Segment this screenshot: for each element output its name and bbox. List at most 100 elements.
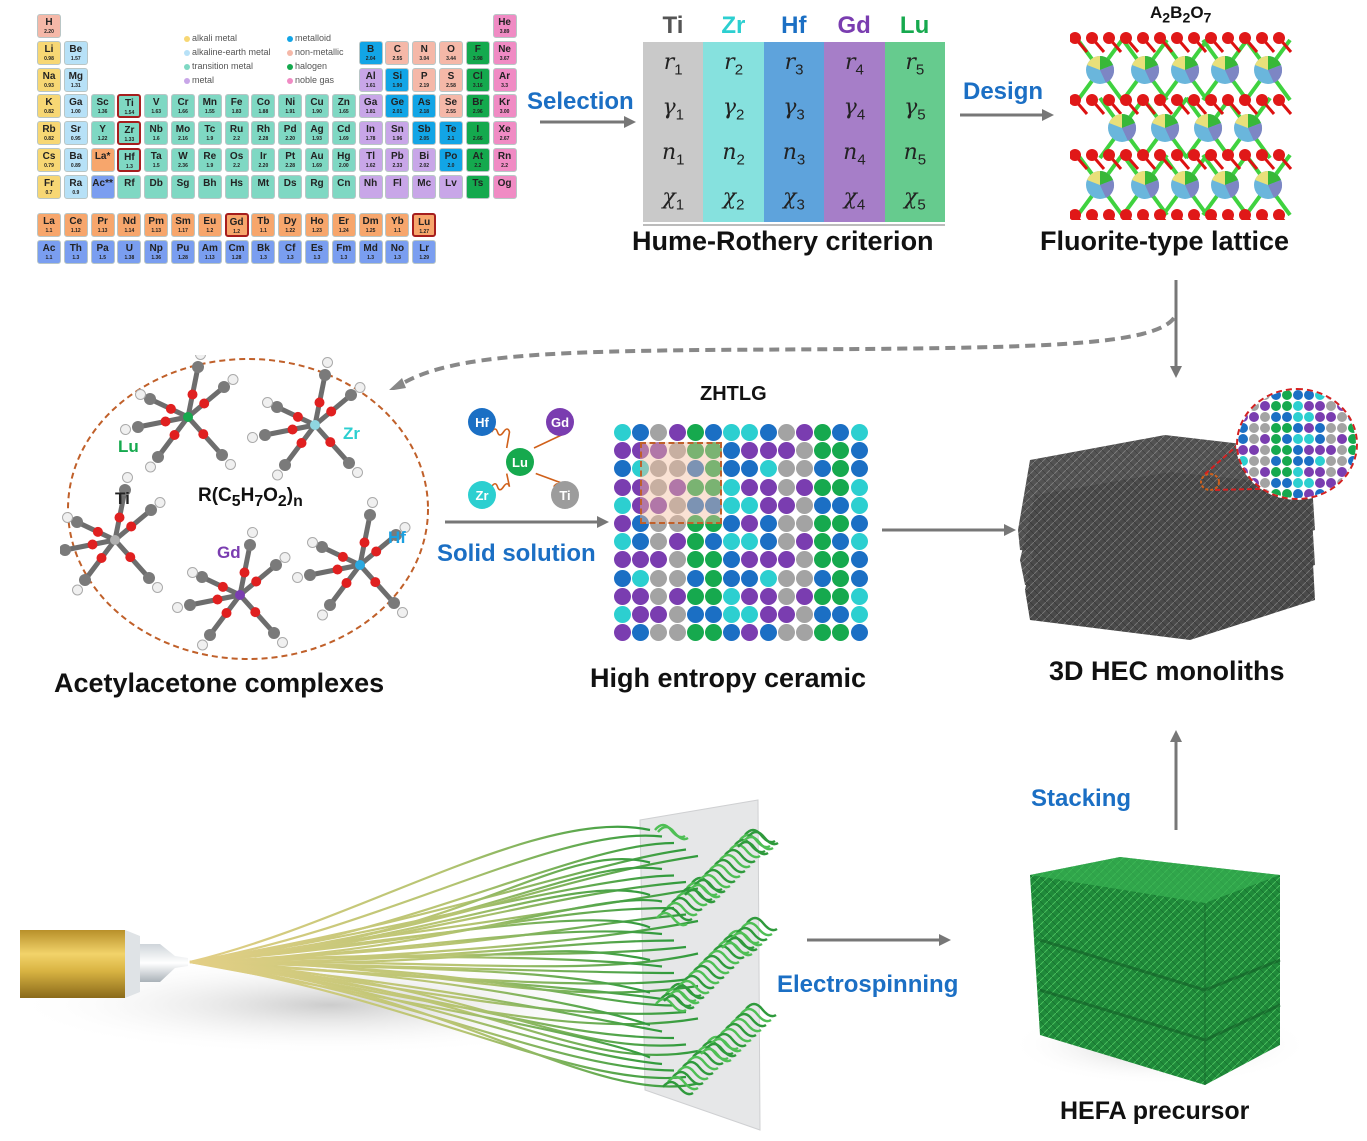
atom-dot bbox=[614, 533, 631, 551]
atom-dot bbox=[741, 424, 759, 441]
element-symbol: Pu bbox=[176, 243, 190, 254]
oxygen-atom bbox=[1273, 149, 1285, 161]
atom-dot bbox=[650, 478, 668, 496]
atom-dot bbox=[668, 442, 686, 460]
atom-dot bbox=[741, 515, 759, 532]
hec-caption: High entropy ceramic bbox=[590, 663, 867, 693]
atom-dot bbox=[850, 533, 868, 551]
element-symbol: Au bbox=[310, 151, 324, 162]
element-electronegativity: 1.57 bbox=[70, 55, 81, 62]
element-symbol: La* bbox=[94, 151, 111, 162]
element-symbol: N bbox=[420, 43, 428, 55]
atom-dot bbox=[723, 515, 741, 532]
atom-dot bbox=[650, 569, 668, 587]
element-symbol: O bbox=[447, 43, 455, 55]
element-electronegativity: 1.3 bbox=[286, 255, 294, 261]
element-symbol: Cd bbox=[337, 124, 351, 136]
atom-dot bbox=[686, 424, 704, 441]
fiber-mat-strand bbox=[737, 840, 769, 856]
inset-atom-dot bbox=[1293, 423, 1303, 433]
element-symbol: Fr bbox=[44, 177, 54, 189]
fiber-mat-strand bbox=[720, 1027, 752, 1043]
inset-atom-dot bbox=[1326, 478, 1336, 488]
complexes-caption: Acetylacetone complexes bbox=[54, 668, 385, 698]
atom-dot bbox=[796, 478, 813, 496]
atom-dot bbox=[686, 606, 704, 623]
legend-label: halogen bbox=[295, 61, 328, 71]
atom-dot bbox=[614, 424, 631, 441]
element-electronegativity: 1.55 bbox=[204, 109, 215, 116]
element-symbol: Xe bbox=[498, 124, 511, 136]
element-symbol: Rh bbox=[256, 124, 271, 136]
element-symbol: Ru bbox=[229, 124, 244, 136]
element-symbol: Ac bbox=[42, 243, 56, 254]
element-electronegativity: 3.89 bbox=[499, 29, 510, 35]
inset-atom-dot bbox=[1238, 489, 1248, 498]
element-electronegativity: 1.1 bbox=[45, 228, 53, 234]
inset-atom-dot bbox=[1304, 456, 1314, 466]
element-symbol: Lv bbox=[445, 177, 457, 189]
atom-dot bbox=[668, 460, 686, 478]
atom-dot bbox=[723, 478, 741, 496]
element-symbol: Mo bbox=[175, 124, 191, 136]
legend-item: halogen bbox=[287, 61, 327, 71]
fiber-mat-strand bbox=[663, 994, 695, 1010]
element-symbol: Si bbox=[392, 70, 403, 82]
atom-dot bbox=[741, 460, 759, 478]
atom-dot bbox=[814, 551, 832, 569]
element-hs: Hs bbox=[224, 174, 249, 199]
element-electronegativity: 1.14 bbox=[124, 228, 135, 234]
oxygen-atom bbox=[1137, 209, 1149, 220]
element-electronegativity: 1.1 bbox=[45, 255, 53, 261]
element-electronegativity: 1.22 bbox=[97, 136, 108, 143]
element-electronegativity: 1.24 bbox=[338, 228, 349, 234]
inset-atom-dot bbox=[1260, 456, 1270, 466]
atom-dot bbox=[632, 533, 650, 551]
element-symbol: Lr bbox=[419, 243, 430, 254]
inset-atom-dot bbox=[1271, 478, 1281, 488]
atom-dot bbox=[705, 533, 722, 551]
atom-dot bbox=[741, 587, 759, 605]
oxygen-atom bbox=[1120, 32, 1132, 44]
hr-parameter: n1 bbox=[661, 140, 685, 169]
down-arrow-head bbox=[1170, 366, 1182, 378]
element-symbol: Rg bbox=[310, 177, 324, 189]
fiber-mat-strand bbox=[673, 984, 705, 1000]
atom-lu bbox=[506, 448, 534, 476]
element-symbol: Eu bbox=[203, 216, 217, 227]
atom-dot bbox=[850, 569, 868, 587]
element-symbol: Th bbox=[69, 243, 82, 254]
fiber-mat-strand bbox=[694, 878, 726, 894]
element-electronegativity: 1.28 bbox=[178, 255, 188, 261]
oxygen-atom bbox=[1103, 94, 1115, 106]
inset-atom-dot bbox=[1282, 390, 1292, 400]
inset-atom-dot bbox=[1304, 412, 1314, 422]
element-symbol: Na bbox=[42, 70, 56, 82]
fiber-mat-strand bbox=[705, 1042, 737, 1058]
oxygen-atom bbox=[1154, 209, 1166, 220]
fiber-mat-strand bbox=[708, 949, 740, 965]
element-electronegativity: 1.88 bbox=[258, 109, 269, 116]
fiber-strand bbox=[189, 906, 675, 964]
inset-atom-dot bbox=[1282, 412, 1292, 422]
atom-dot bbox=[614, 624, 631, 642]
inset-atom-dot bbox=[1249, 412, 1259, 422]
element-symbol: Ds bbox=[283, 177, 297, 189]
element-symbol: Tb bbox=[257, 216, 270, 227]
element-symbol: P bbox=[420, 70, 428, 82]
